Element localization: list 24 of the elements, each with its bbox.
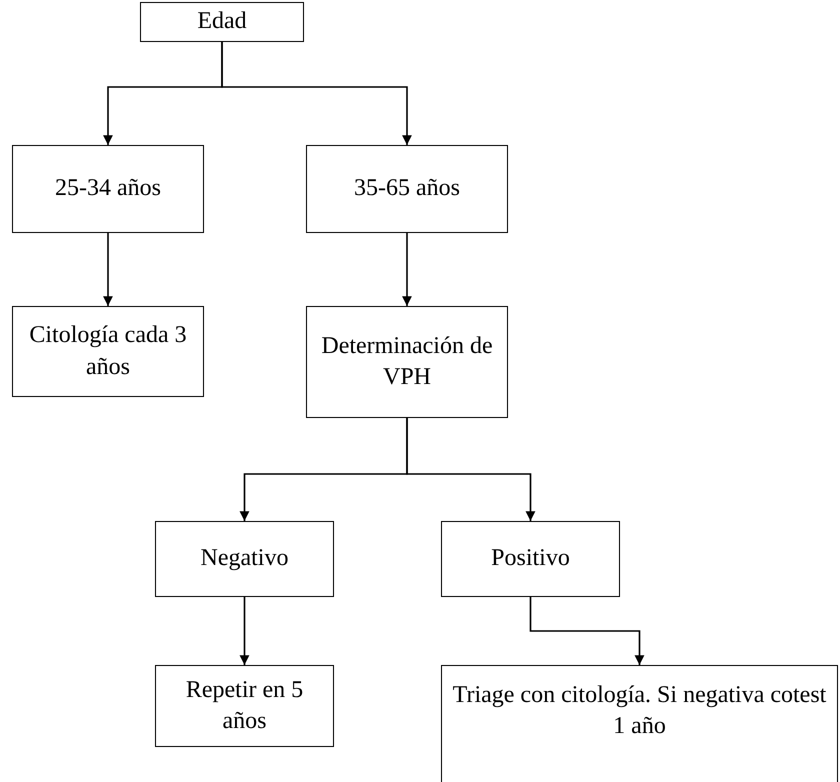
box-label: Triage con citología. Si negativa cotest 1 año: [452, 681, 827, 742]
arrow: [103, 233, 113, 306]
box-label: Determinación de VPH: [320, 332, 494, 392]
arrow: [402, 233, 412, 306]
box-label: Citología cada 3 años: [28, 321, 188, 382]
box-label: Positivo: [491, 544, 570, 574]
box-label: Repetir en 5 años: [184, 676, 304, 736]
process-box: [155, 521, 334, 597]
box-label: Edad: [197, 7, 247, 36]
box-label: Negativo: [200, 544, 288, 574]
process-box: [140, 2, 304, 42]
arrow: [240, 597, 250, 666]
process-box: [155, 665, 334, 747]
box-label: 25-34 años: [55, 174, 161, 204]
process-box: [441, 665, 838, 782]
process-box: [306, 145, 508, 233]
process-box: [306, 306, 508, 418]
process-box: [441, 521, 620, 597]
arrow: [406, 418, 536, 522]
arrow: [221, 42, 412, 146]
process-box: [12, 145, 204, 233]
arrow: [530, 597, 644, 666]
box-label: 35-65 años: [354, 174, 460, 204]
process-box: [12, 306, 204, 397]
